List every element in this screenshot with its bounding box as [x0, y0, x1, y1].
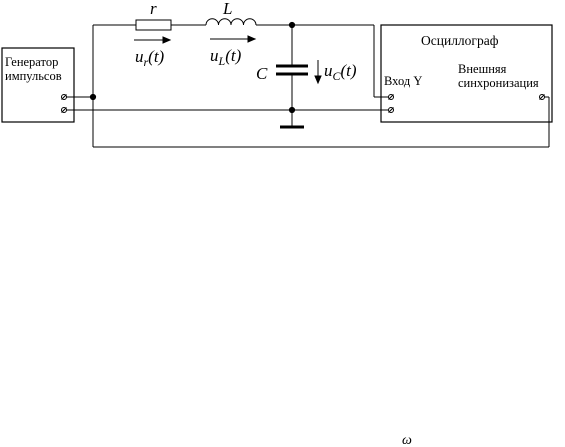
junction-dot-bottom	[288, 106, 296, 114]
oscilloscope-input-y-terminal	[388, 94, 394, 100]
capacitor-symbol	[276, 64, 308, 76]
oscilloscope-sync-label-line2: синхронизация	[458, 76, 539, 90]
resistor-symbol	[135, 19, 172, 31]
stray-omega-symbol: ω	[402, 433, 412, 447]
generator-terminal-top	[61, 94, 67, 100]
inductor-symbol	[205, 18, 257, 26]
oscilloscope-sync-label-line1: Внешняя	[458, 62, 507, 76]
ul-arrow	[210, 35, 257, 43]
oscilloscope-input-y-label: Вход Y	[384, 74, 422, 88]
ur-arrow	[134, 36, 172, 44]
oscilloscope-box	[380, 24, 553, 123]
uc-label: uC(t)	[324, 61, 357, 83]
junction-dot-left	[89, 93, 97, 101]
junction-dot-top	[288, 21, 296, 29]
generator-box	[1, 47, 75, 123]
ul-label: uL(t)	[210, 46, 242, 68]
oscilloscope-ground-terminal	[388, 107, 394, 113]
oscilloscope-title: Осциллограф	[421, 33, 499, 48]
capacitor-label: C	[256, 64, 268, 83]
oscilloscope-sync-terminal	[539, 94, 545, 100]
ur-label: ur(t)	[135, 47, 165, 69]
uc-arrow	[314, 60, 322, 85]
resistor-label: r	[150, 0, 157, 18]
generator-terminal-bottom	[61, 107, 67, 113]
generator-label-line2: импульсов	[5, 69, 62, 83]
inductor-label: L	[222, 0, 232, 18]
generator-label-line1: Генератор	[5, 55, 58, 69]
